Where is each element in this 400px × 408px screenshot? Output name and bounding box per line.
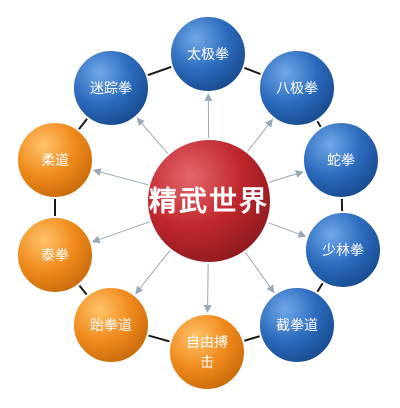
connector-arrow-taiquandao <box>135 249 171 295</box>
node-label-taiquandao: 跆拳道 <box>90 318 132 334</box>
connector-arrow-shaolin <box>267 221 307 238</box>
node-circle-jiequan[interactable] <box>258 286 336 364</box>
node-circle-baji[interactable] <box>258 49 336 127</box>
center-label: 精武世界 <box>149 185 269 218</box>
node-label-she: 蛇拳 <box>327 153 355 169</box>
connector-arrow-she <box>268 170 304 184</box>
node-label-roudao: 柔道 <box>41 153 69 169</box>
node-label-taiji: 太极拳 <box>187 47 229 63</box>
center-node[interactable] <box>146 138 272 264</box>
node-label-jiequan: 截拳道 <box>276 318 318 334</box>
connector-arrow-mizong <box>136 117 169 155</box>
node-taiji[interactable]: 太极拳 <box>169 15 247 93</box>
node-circle-mizong[interactable] <box>72 49 150 127</box>
node-label-shaolin: 少林拳 <box>322 243 364 259</box>
node-circle-shaolin[interactable] <box>304 211 382 289</box>
center-node-group: 精武世界 <box>146 138 272 264</box>
node-label-tai: 泰拳 <box>41 248 69 264</box>
connector-arrow-roudao <box>92 168 150 186</box>
node-mizong[interactable]: 迷踪拳 <box>72 49 150 127</box>
node-jiequan[interactable]: 截拳道 <box>258 286 336 364</box>
node-circle-tai[interactable] <box>16 216 94 294</box>
node-label-ziyou-line2: 击 <box>200 355 214 371</box>
connector-arrows <box>91 93 307 313</box>
connector-arrow-baji <box>246 118 274 153</box>
node-baji[interactable]: 八极拳 <box>258 49 336 127</box>
connector-arrow-jiequan <box>244 251 275 294</box>
node-taiquandao[interactable]: 跆拳道 <box>72 286 150 364</box>
node-she[interactable]: 蛇拳 <box>302 121 380 199</box>
node-circle-she[interactable] <box>302 121 380 199</box>
node-circle-taiji[interactable] <box>169 15 247 93</box>
connector-arrow-tai <box>91 221 151 244</box>
node-circle-ziyou[interactable] <box>168 313 246 391</box>
node-label-baji: 八极拳 <box>276 81 318 97</box>
node-circle-roudao[interactable] <box>16 121 94 199</box>
node-tai[interactable]: 泰拳 <box>16 216 94 294</box>
node-label-mizong: 迷踪拳 <box>90 81 132 97</box>
node-circle-taiquandao[interactable] <box>72 286 150 364</box>
node-label-ziyou-line1: 自由搏 <box>186 334 228 351</box>
connector-arrow-ziyou <box>203 262 212 313</box>
node-roudao[interactable]: 柔道 <box>16 121 94 199</box>
node-shaolin[interactable]: 少林拳 <box>304 211 382 289</box>
